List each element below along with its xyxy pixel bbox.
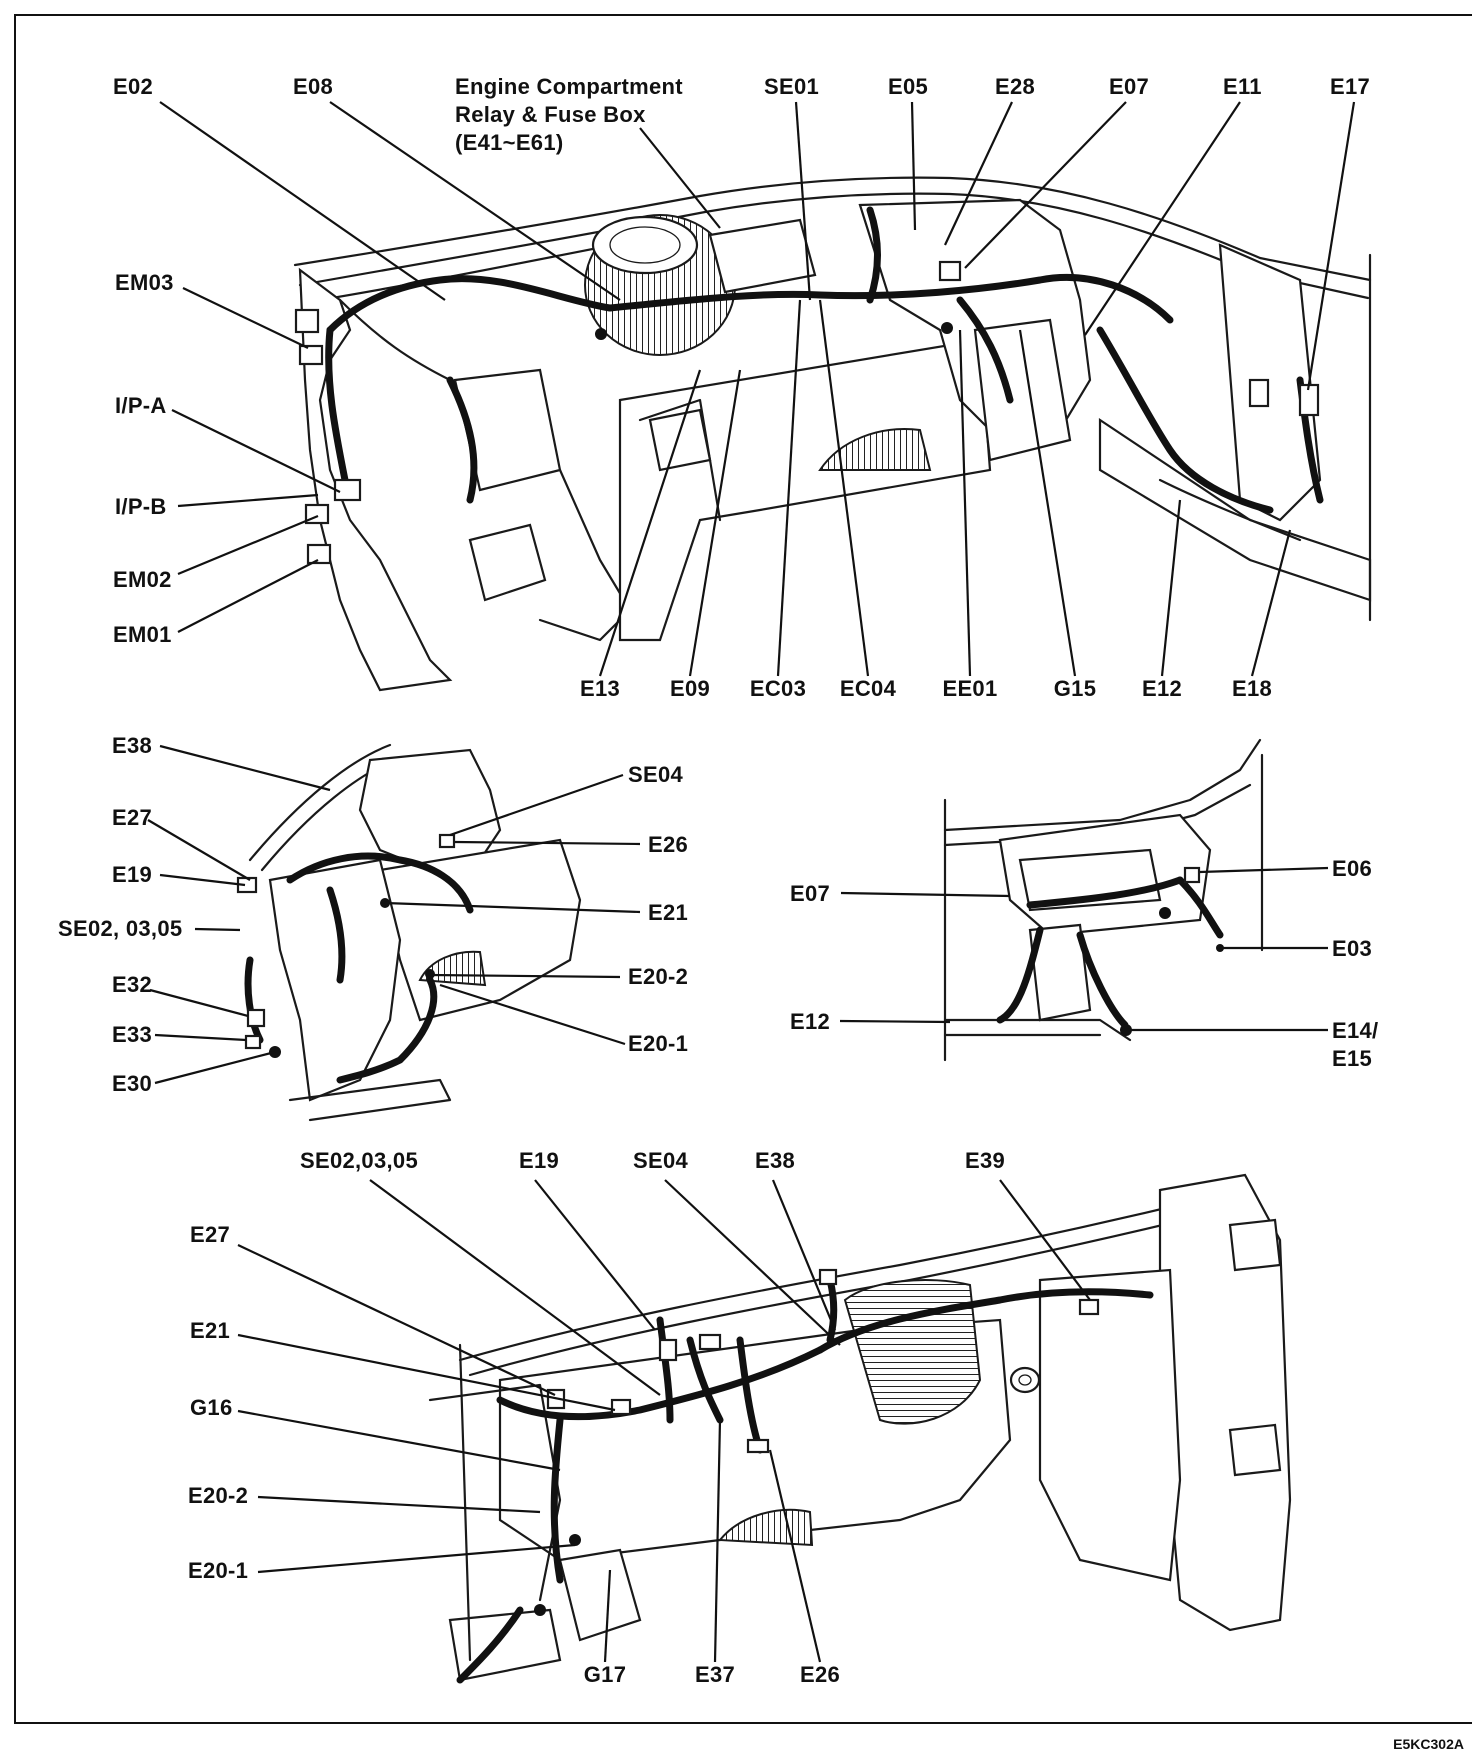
label-em03: EM03 — [115, 270, 174, 295]
bottom-view-drawing — [428, 1173, 1292, 1684]
label-e27-bottom: E27 — [190, 1222, 231, 1247]
label-e21-left: E21 — [648, 900, 689, 925]
label-e12-right: E12 — [790, 1009, 831, 1034]
label-relay-fuse-box-line2: Relay & Fuse Box — [455, 102, 646, 127]
label-e07-right: E07 — [790, 881, 831, 906]
label-e38-left: E38 — [112, 733, 153, 758]
label-e11: E11 — [1223, 74, 1262, 99]
diagram-frame — [14, 14, 1472, 1724]
label-e26-left: E26 — [648, 832, 689, 857]
label-se02-03-05-bottom: SE02,03,05 — [300, 1148, 418, 1173]
label-e33: E33 — [112, 1022, 153, 1047]
label-e21-bottom: E21 — [190, 1318, 231, 1343]
label-ee01: EE01 — [942, 676, 998, 701]
label-ip-a: I/P-A — [115, 393, 167, 418]
label-ec04: EC04 — [839, 676, 897, 701]
label-e20-2-left: E20-2 — [628, 964, 689, 989]
label-e27-left: E27 — [112, 805, 153, 830]
label-se04-bottom: SE04 — [633, 1148, 689, 1173]
label-e28: E28 — [995, 74, 1036, 99]
label-e32: E32 — [112, 972, 153, 997]
right-view-leader-lines — [839, 866, 1329, 1032]
label-e37: E37 — [694, 1662, 736, 1687]
top-view-drawing — [293, 176, 1372, 692]
label-se01: SE01 — [764, 74, 820, 99]
label-e20-2-bottom: E20-2 — [188, 1483, 249, 1508]
label-e05: E05 — [888, 74, 929, 99]
label-e19-left: E19 — [112, 862, 153, 887]
bottom-view-leader-lines — [237, 1179, 1091, 1663]
label-em01: EM01 — [113, 622, 172, 647]
label-e20-1-left: E20-1 — [628, 1031, 689, 1056]
label-e18: E18 — [1231, 676, 1273, 701]
label-e17: E17 — [1330, 74, 1371, 99]
label-e19-bottom: E19 — [519, 1148, 560, 1173]
label-e12-top: E12 — [1141, 676, 1183, 701]
label-se02-03-05-left: SE02, 03,05 — [58, 916, 183, 941]
label-e02: E02 — [113, 74, 154, 99]
label-relay-fuse-box-line3: (E41~E61) — [455, 130, 564, 155]
label-e30: E30 — [112, 1071, 153, 1096]
label-e39: E39 — [965, 1148, 1006, 1173]
label-e38-bottom: E38 — [755, 1148, 796, 1173]
label-e20-1-bottom: E20-1 — [188, 1558, 249, 1583]
label-e15: E15 — [1332, 1046, 1373, 1071]
label-e26-bottom: E26 — [799, 1662, 841, 1687]
left-view-leader-lines — [147, 744, 641, 1085]
label-e08: E08 — [293, 74, 334, 99]
label-g15: G15 — [1053, 676, 1097, 701]
label-g16: G16 — [190, 1395, 233, 1420]
label-e06: E06 — [1332, 856, 1373, 881]
label-e14: E14/ — [1332, 1018, 1379, 1043]
label-e09: E09 — [669, 676, 711, 701]
label-relay-fuse-box-line1: Engine Compartment — [455, 74, 683, 99]
right-view-drawing — [943, 738, 1264, 1062]
label-e07-top: E07 — [1109, 74, 1150, 99]
label-ec03: EC03 — [749, 676, 807, 701]
label-e13: E13 — [579, 676, 621, 701]
label-se04-left: SE04 — [628, 762, 684, 787]
label-em02: EM02 — [113, 567, 172, 592]
label-ip-b: I/P-B — [115, 494, 167, 519]
label-e03: E03 — [1332, 936, 1373, 961]
label-g17: G17 — [583, 1662, 627, 1687]
top-view-leader-lines — [159, 101, 1356, 677]
diagram-code: E5KC302A — [1393, 1736, 1464, 1752]
left-view-drawing — [236, 743, 582, 1122]
